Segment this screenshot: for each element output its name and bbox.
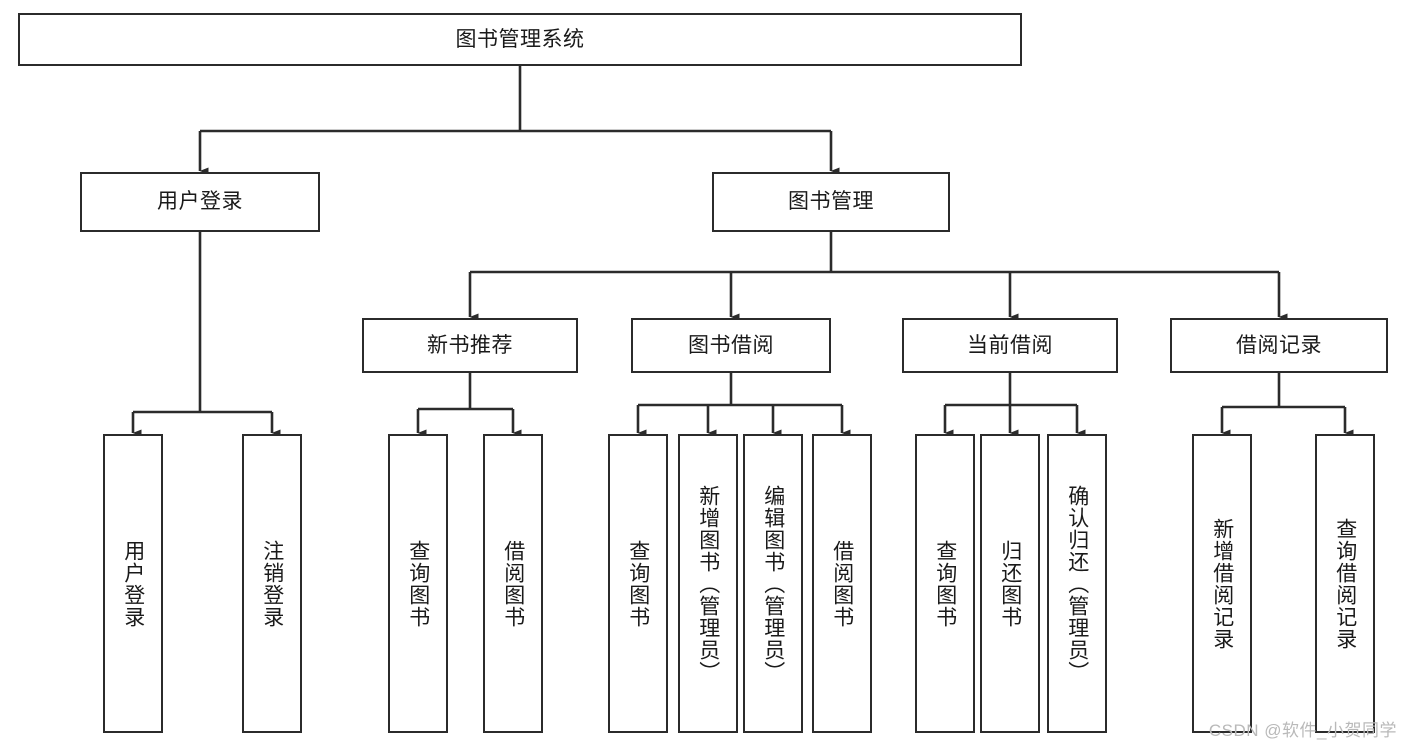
node-label: 查询图书 [933, 539, 957, 628]
watermark: CSDN @软件_小贺同学 [1208, 721, 1397, 740]
node-label: 图书管理系统 [455, 27, 585, 51]
node-label: 用户登录 [121, 539, 145, 628]
node-label: 借阅图书 [501, 539, 525, 628]
node-label: 借阅图书 [830, 539, 854, 628]
node-label: 确认归还（管理员） [1065, 484, 1089, 683]
node-box-leaf_5: 新增图书（管理员） [678, 434, 738, 733]
node-box-leaf_6: 编辑图书（管理员） [743, 434, 803, 733]
node-label: 借阅记录 [1236, 333, 1322, 357]
node-box-leaf_3: 借阅图书 [483, 434, 543, 733]
node-box-l2_1: 图书借阅 [631, 318, 831, 373]
node-box-leaf_2: 查询图书 [388, 434, 448, 733]
node-box-l1_0: 用户登录 [80, 172, 320, 232]
node-box-l2_0: 新书推荐 [362, 318, 578, 373]
node-label: 注销登录 [260, 539, 284, 628]
node-label: 查询图书 [626, 539, 650, 628]
node-label: 新书推荐 [427, 333, 513, 357]
node-label: 图书借阅 [688, 333, 774, 357]
node-box-l1_1: 图书管理 [712, 172, 950, 232]
node-label: 用户登录 [157, 190, 243, 214]
node-box-leaf_12: 查询借阅记录 [1315, 434, 1375, 733]
node-label: 当前借阅 [967, 333, 1053, 357]
node-label: 归还图书 [998, 539, 1022, 628]
node-label: 查询借阅记录 [1333, 517, 1357, 650]
node-label: 查询图书 [406, 539, 430, 628]
node-box-leaf_8: 查询图书 [915, 434, 975, 733]
node-box-root: 图书管理系统 [18, 13, 1022, 66]
node-box-leaf_4: 查询图书 [608, 434, 668, 733]
node-box-leaf_0: 用户登录 [103, 434, 163, 733]
node-label: 编辑图书（管理员） [761, 484, 785, 683]
node-label: 图书管理 [788, 190, 874, 214]
node-box-leaf_7: 借阅图书 [812, 434, 872, 733]
node-box-l2_2: 当前借阅 [902, 318, 1118, 373]
node-label: 新增借阅记录 [1210, 517, 1234, 650]
node-box-leaf_11: 新增借阅记录 [1192, 434, 1252, 733]
node-label: 新增图书（管理员） [696, 484, 720, 683]
node-box-leaf_9: 归还图书 [980, 434, 1040, 733]
node-box-leaf_1: 注销登录 [242, 434, 302, 733]
node-box-leaf_10: 确认归还（管理员） [1047, 434, 1107, 733]
node-box-l2_3: 借阅记录 [1170, 318, 1388, 373]
